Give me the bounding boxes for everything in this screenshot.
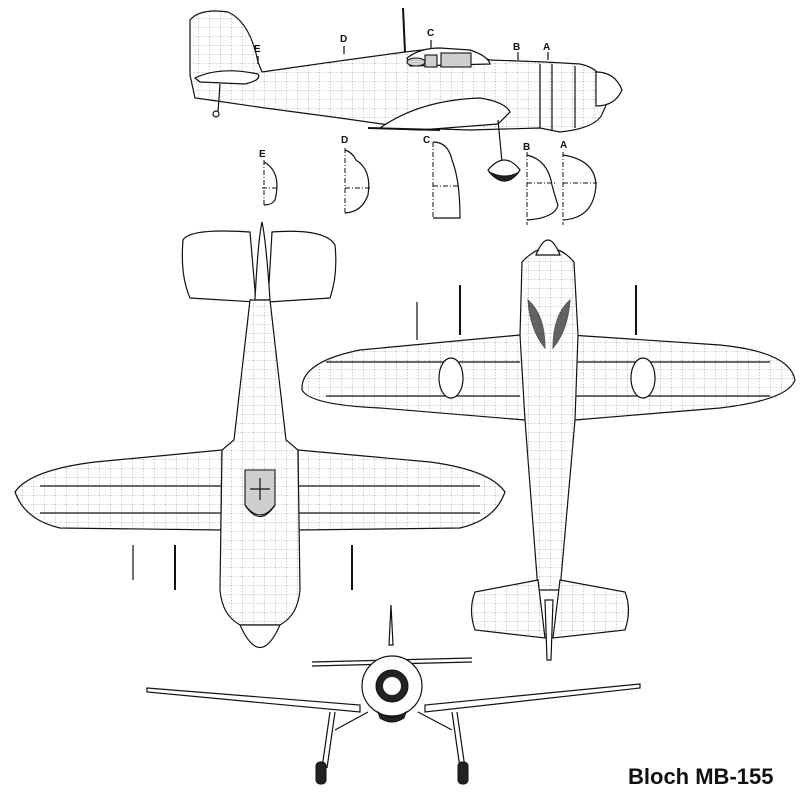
- section-label-d: D: [341, 135, 348, 146]
- station-label-a: A: [543, 42, 550, 53]
- section-label-b: B: [523, 142, 530, 153]
- cross-sections: E D C B A: [259, 135, 597, 225]
- side-view: E D C B A: [189, 7, 623, 182]
- section-label-e: E: [259, 149, 266, 160]
- station-label-b: B: [513, 42, 520, 53]
- station-label-e: E: [254, 44, 261, 55]
- top-view: [14, 221, 506, 648]
- station-label-c: C: [427, 28, 434, 39]
- station-label-d: D: [340, 34, 347, 45]
- bottom-view: [301, 239, 796, 661]
- section-label-c: C: [423, 135, 430, 146]
- section-label-a: A: [560, 140, 567, 151]
- aircraft-title: Bloch MB-155: [628, 764, 774, 789]
- front-view: [146, 604, 641, 785]
